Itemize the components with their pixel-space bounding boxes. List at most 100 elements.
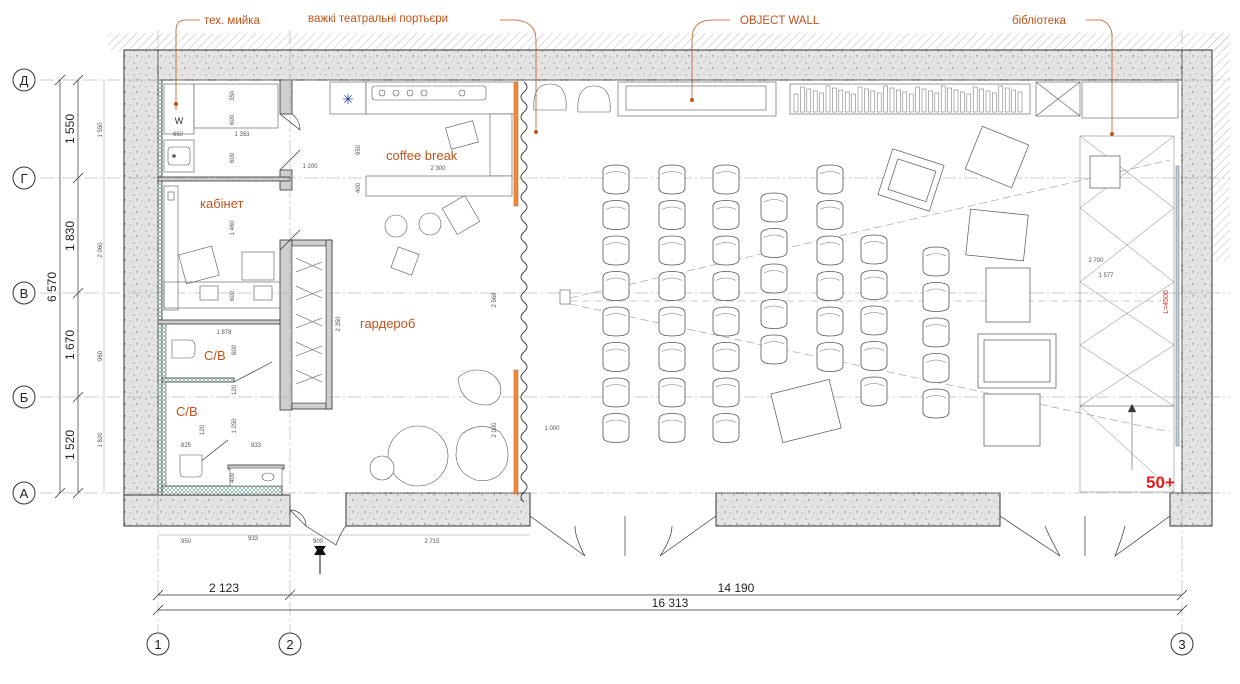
chair [816, 342, 844, 372]
dim-1000: 1 000 [544, 426, 560, 432]
dim-l4500: L=4500 [1163, 290, 1170, 314]
book [819, 92, 824, 113]
book [838, 89, 844, 113]
chair-backrest [763, 305, 785, 309]
book [889, 87, 895, 113]
book [940, 85, 946, 113]
theatre-curtains [513, 81, 528, 503]
room-wardrobe: гардероб [360, 316, 415, 331]
book [953, 89, 959, 113]
chair-backrest [661, 313, 683, 317]
chair-backrest [715, 384, 737, 388]
dim-2568: 2 568 [492, 292, 498, 308]
dim-2300: 2 300 [430, 166, 446, 172]
chair-backrest [715, 313, 737, 317]
left-dimensions: 6 570 1 550 1 830 1 670 1 520 1 550 2 06… [45, 74, 105, 499]
dim-600d: 600 [232, 344, 238, 355]
annotation-library: бібліотека [1012, 15, 1066, 27]
chair-backrest [763, 270, 785, 274]
chair-backrest [605, 171, 627, 175]
dim-1878: 1 878 [216, 330, 232, 336]
axis-row-a: А [20, 486, 29, 501]
axis-col-2: 2 [286, 637, 293, 652]
chair-backrest [661, 206, 683, 210]
book [979, 88, 984, 113]
annotation-curtains: важкі театральні портьєри [308, 13, 448, 25]
chair [816, 164, 844, 195]
book [806, 88, 812, 113]
chair-backrest [715, 277, 737, 281]
chair [922, 246, 950, 277]
wc2-fixtures [161, 381, 283, 487]
chair [816, 235, 844, 266]
chair-backrest [715, 419, 737, 423]
washer-mark: W [175, 116, 184, 126]
dim-400: 400 [356, 182, 362, 193]
lounge-tables [369, 369, 509, 487]
book [793, 93, 799, 113]
tech-sink-area: W [163, 83, 279, 173]
book [985, 90, 991, 113]
chair [712, 235, 740, 266]
dim-left-small-3: 960 [98, 350, 104, 361]
book [915, 86, 920, 113]
row-axis-markers: Д Г В Б А [12, 68, 36, 505]
annotation-tech-sink: тех. мийка [204, 15, 260, 27]
chair-backrest [819, 348, 841, 352]
object-wall-furniture [533, 81, 1179, 119]
book [1017, 91, 1023, 113]
chair-backrest [863, 383, 885, 387]
chair-backrest [715, 171, 737, 175]
dim-bottom-2: 14 190 [718, 581, 755, 595]
bottom-dimensions: 2 123 14 190 16 313 950 933 900 2 715 [152, 534, 1188, 616]
chair-backrest [661, 384, 683, 388]
book [972, 86, 978, 113]
chair [760, 299, 788, 329]
book [857, 86, 863, 113]
book [883, 85, 888, 113]
chair-backrest [863, 347, 885, 351]
book [844, 91, 850, 113]
chair [658, 271, 686, 301]
chair [860, 234, 888, 265]
book [870, 90, 876, 113]
dim-825: 825 [181, 443, 192, 449]
dim-bottom-s2: 933 [248, 536, 259, 542]
dim-933: 933 [251, 443, 262, 449]
chair-backrest [763, 341, 785, 345]
book [921, 88, 927, 113]
dim-600a: 600 [230, 114, 236, 125]
chair [602, 164, 630, 195]
dim-left-2: 1 830 [63, 221, 77, 251]
book [928, 90, 933, 113]
chair-backrest [863, 276, 885, 280]
chair [712, 271, 740, 301]
freezer-snowflake-icon: ✳ [342, 92, 354, 108]
axis-row-d: Д [20, 73, 29, 88]
book [947, 87, 952, 113]
chair-backrest [819, 242, 841, 246]
chair-backrest [605, 419, 627, 423]
dim-950: 950 [356, 144, 362, 155]
dim-left-4: 1 520 [63, 430, 77, 460]
chair [922, 353, 950, 383]
dim-left-3: 1 670 [63, 330, 77, 360]
coffee-tables [384, 120, 481, 276]
capacity-label: 50+ [1146, 473, 1175, 492]
dim-400b: 400 [230, 472, 236, 483]
dim-2000: 2 000 [492, 422, 498, 438]
chair-backrest [819, 313, 841, 317]
chair-backrest [715, 242, 737, 246]
office-furniture [163, 185, 281, 311]
dim-2700: 2 700 [1088, 258, 1104, 264]
dim-1577: 1 577 [1098, 273, 1114, 279]
chair [602, 306, 630, 337]
chair-backrest [661, 242, 683, 246]
chair-backrest [763, 234, 785, 238]
dim-600c: 600 [230, 290, 236, 301]
dim-1250: 1 250 [232, 418, 238, 434]
book [1004, 87, 1010, 113]
chair [602, 342, 630, 372]
dim-1353: 1 353 [234, 132, 250, 138]
